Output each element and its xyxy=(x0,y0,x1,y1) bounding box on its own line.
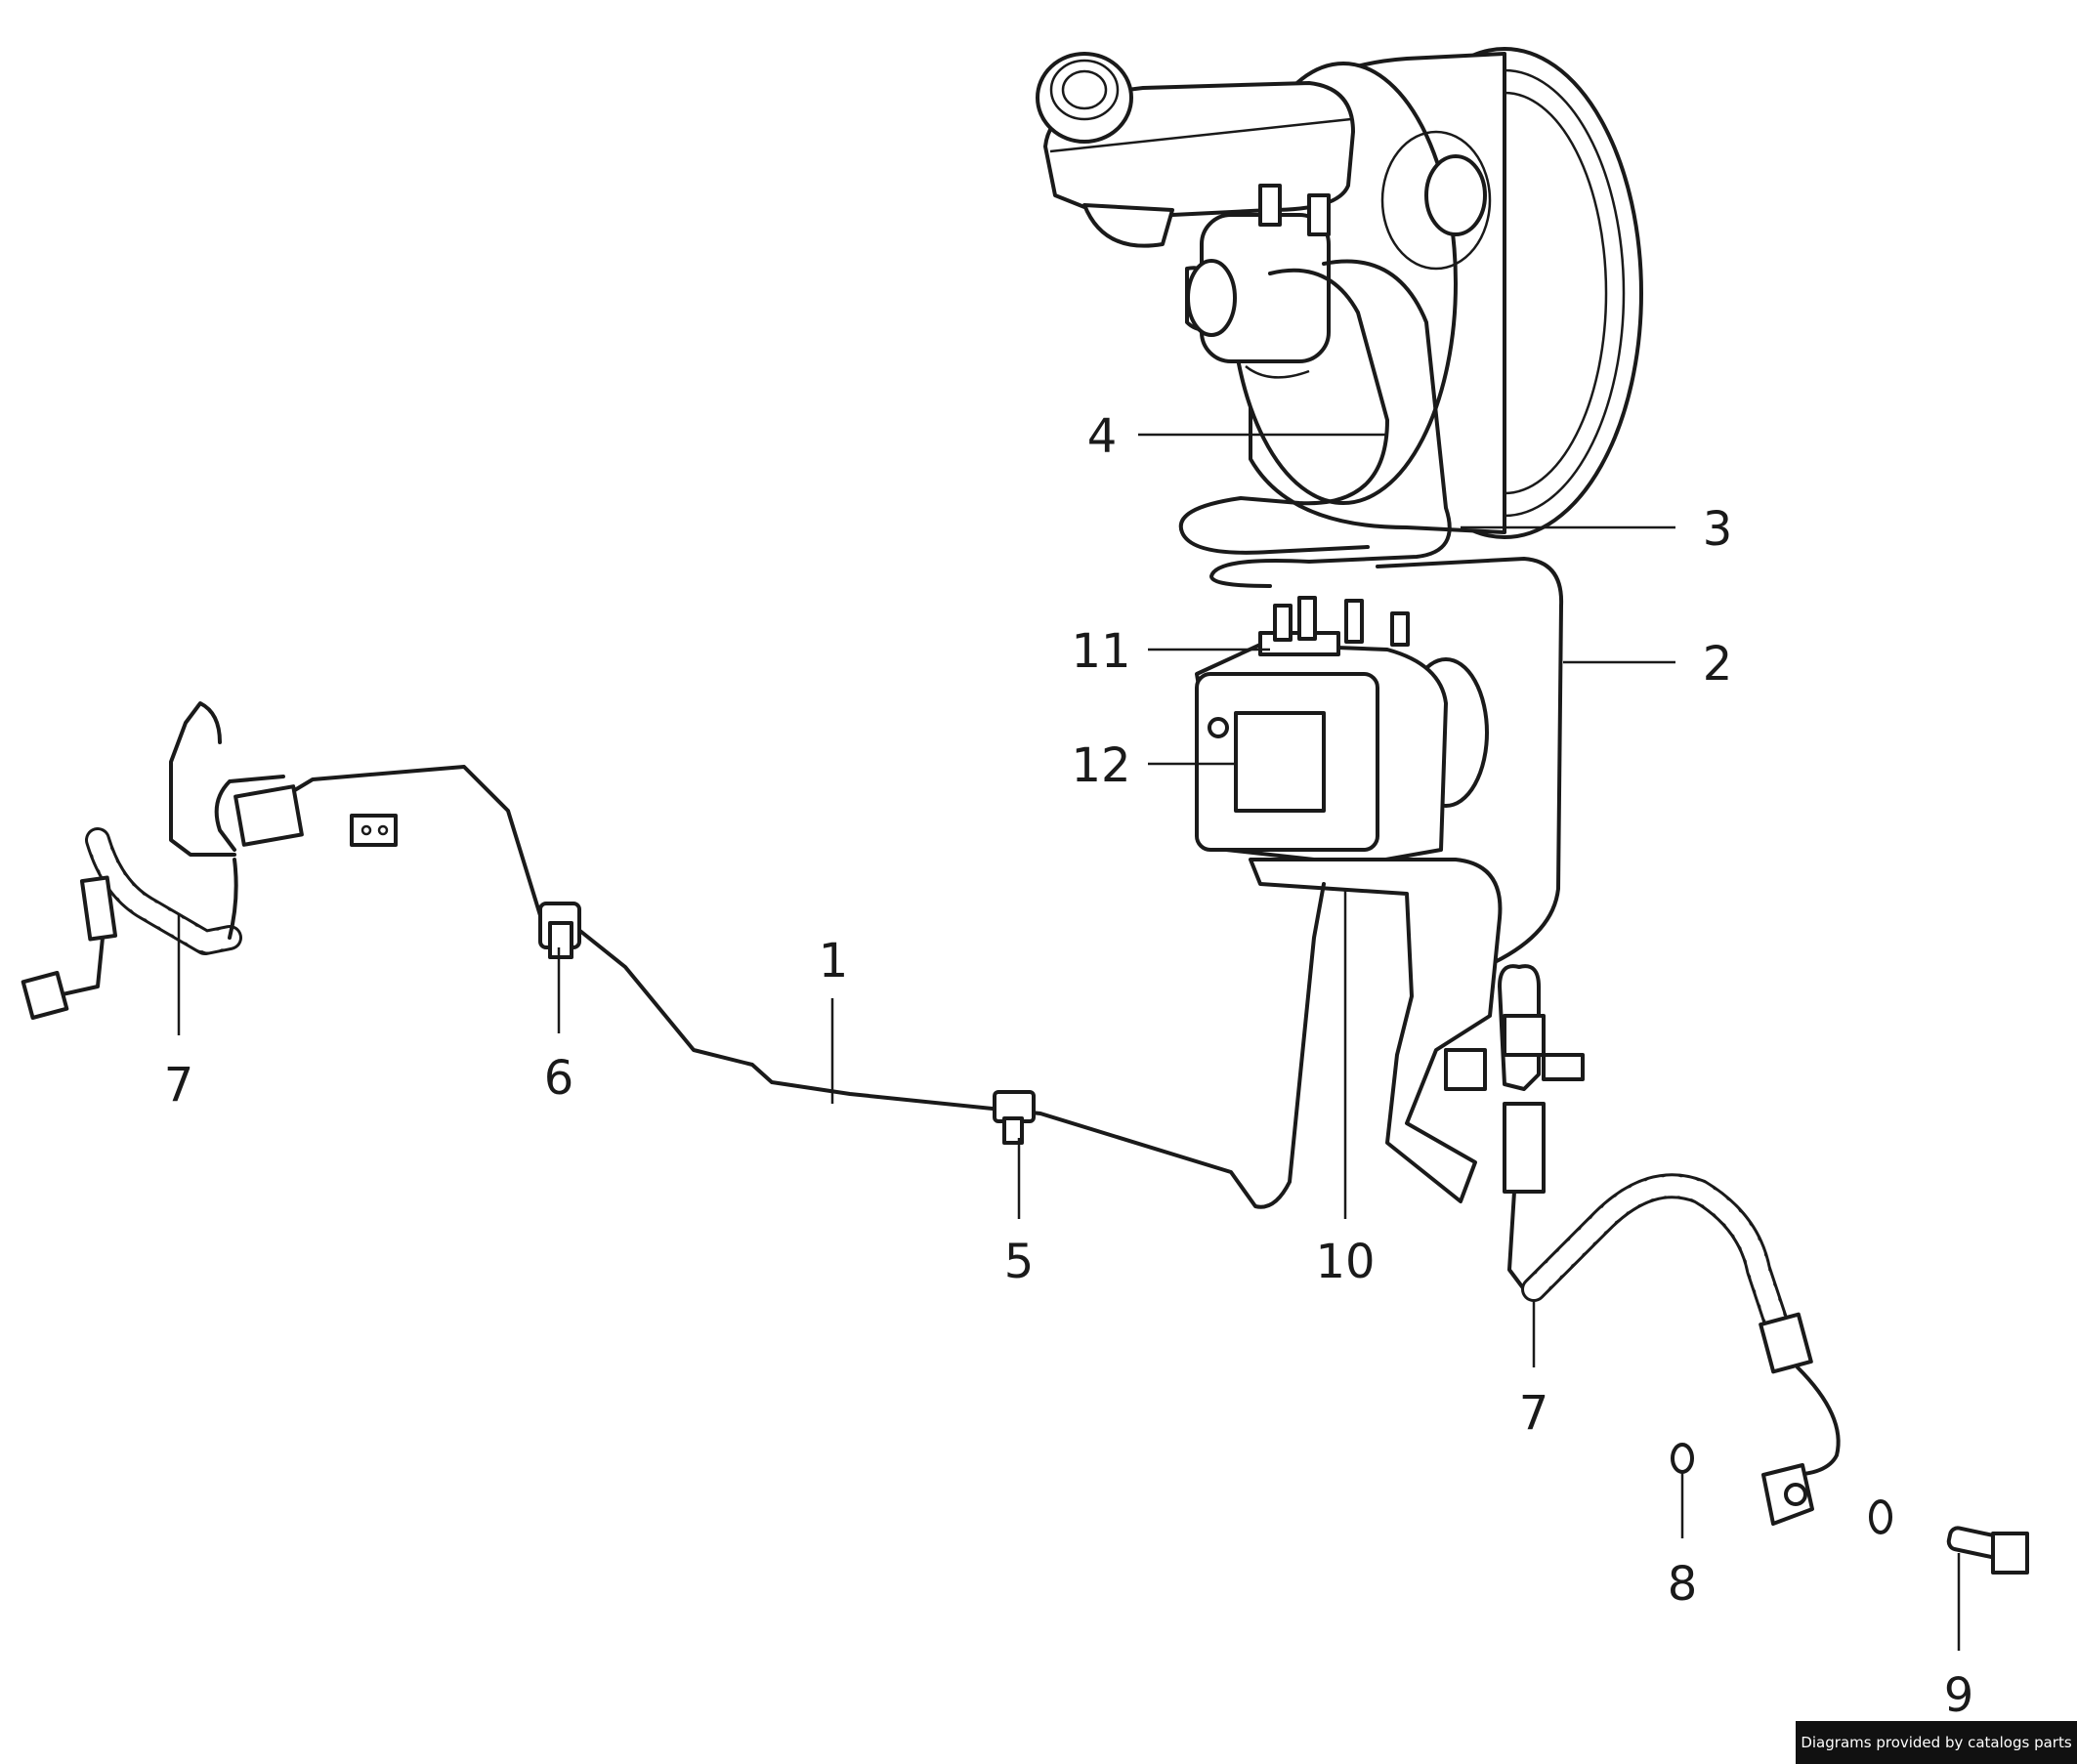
brake-tube-4 xyxy=(1178,268,1389,555)
brake-hose-right xyxy=(1498,964,1841,1526)
abs-module xyxy=(1195,596,1489,866)
callout-2: 2 xyxy=(1703,637,1733,692)
brake-tube-1 xyxy=(291,765,1326,1209)
callout-6: 6 xyxy=(544,1051,574,1106)
master-cylinder-reservoir xyxy=(1036,52,1355,379)
callout-9: 9 xyxy=(1944,1668,1974,1723)
callout-10: 10 xyxy=(1315,1235,1375,1289)
callout-12: 12 xyxy=(1071,738,1130,793)
brake-hose-left xyxy=(21,701,398,1021)
leader-lines xyxy=(177,433,1961,1651)
washer-8 xyxy=(1671,1443,1694,1474)
callout-7-left: 7 xyxy=(164,1058,194,1113)
callout-11: 11 xyxy=(1071,624,1130,679)
callout-labels: 1 2 3 4 5 6 7 7 8 9 10 11 12 xyxy=(164,409,1974,1723)
brake-tube-3 xyxy=(1209,259,1452,588)
callout-5: 5 xyxy=(1004,1235,1035,1289)
callout-7-right: 7 xyxy=(1519,1386,1549,1441)
clip-6 xyxy=(538,902,581,959)
callout-1: 1 xyxy=(819,934,849,988)
callout-3: 3 xyxy=(1703,502,1733,557)
callout-8: 8 xyxy=(1668,1557,1698,1612)
abs-mounting-bracket xyxy=(1249,858,1503,1203)
callout-4: 4 xyxy=(1087,409,1118,464)
banjo-bolt-9 xyxy=(1946,1526,2029,1575)
credit-badge: Diagrams provided by catalogs parts xyxy=(1796,1721,2077,1764)
washer xyxy=(1869,1499,1892,1534)
clip-5 xyxy=(993,1090,1036,1145)
